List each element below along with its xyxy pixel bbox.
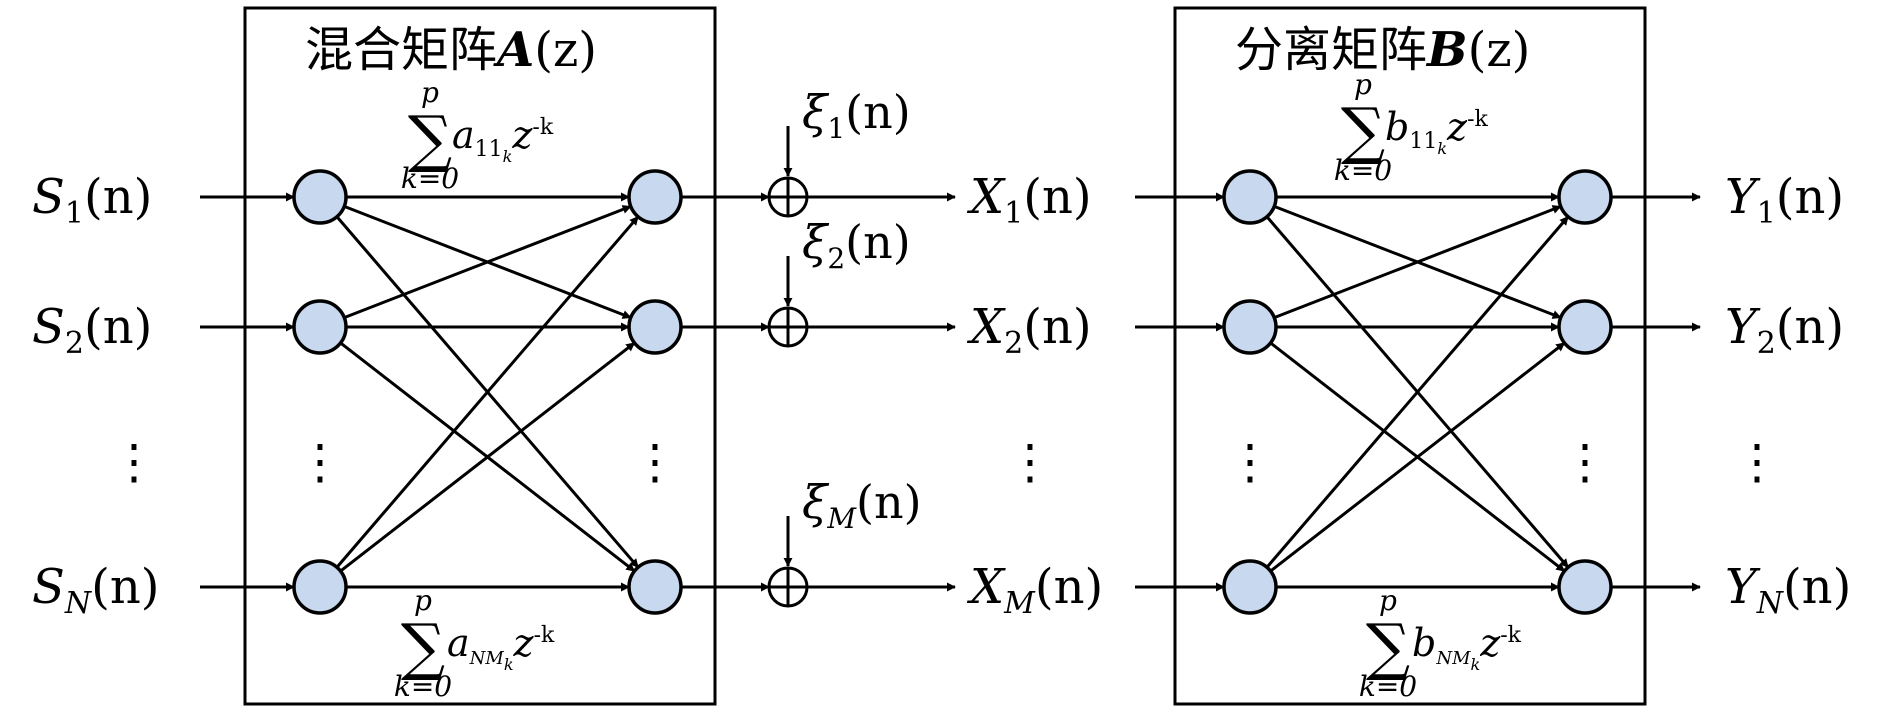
adder-1	[767, 176, 809, 218]
mix-output-node-1	[627, 169, 683, 225]
sep-output-node-3	[1557, 559, 1613, 615]
formula-sep-bottom: p ∑ k=0 bNMkz-k	[1359, 584, 1522, 703]
mix-edge-3-1	[335, 215, 640, 569]
adder-m	[767, 566, 809, 608]
ellipsis-mixtures: ⋮	[1006, 434, 1054, 490]
mixture-label-m: XM(n)	[966, 559, 1103, 621]
sep-input-node-3	[1222, 559, 1278, 615]
svg-text:p: p	[414, 584, 432, 617]
mixing-matrix-box	[243, 6, 717, 706]
separation-matrix-box	[1173, 6, 1647, 706]
svg-text:∑: ∑	[1341, 94, 1385, 167]
svg-text:∑: ∑	[1366, 610, 1410, 683]
noise-label-2: ξ2(n)	[802, 215, 911, 275]
sep-edge-3-1	[1265, 215, 1570, 569]
sep-edge-2-1	[1273, 205, 1562, 319]
svg-text:k=0: k=0	[1334, 154, 1392, 187]
noise-label-1: ξ1(n)	[802, 85, 911, 145]
svg-text:b11kz-k: b11kz-k	[1385, 105, 1488, 158]
svg-text:k=0: k=0	[394, 670, 452, 703]
source-label-2: S2(n)	[32, 299, 152, 361]
svg-text:∑: ∑	[408, 102, 452, 175]
svg-text:k=0: k=0	[1359, 670, 1417, 703]
mix-output-node-3	[627, 559, 683, 615]
svg-text:aNMkz-k: aNMkz-k	[447, 621, 555, 674]
mixture-label-2: X2(n)	[966, 299, 1092, 361]
source-label-n: SN(n)	[32, 559, 160, 621]
ellipsis-sources: ⋮	[110, 434, 158, 490]
mix-input-node-1	[292, 169, 348, 225]
svg-text:p: p	[1379, 584, 1397, 617]
svg-text:∑: ∑	[401, 610, 445, 683]
sep-output-node-2	[1557, 299, 1613, 355]
sep-edge-3-2	[1269, 341, 1566, 573]
ellipsis-sep-outputs: ⋮	[1561, 434, 1609, 490]
separation-matrix-title: 分离矩阵B(z)	[1235, 22, 1530, 78]
output-label-1: Y1(n)	[1725, 169, 1844, 231]
source-label-1: S1(n)	[32, 169, 152, 231]
svg-text:k=0: k=0	[401, 162, 459, 195]
sep-output-node-1	[1557, 169, 1613, 225]
mixture-label-1: X1(n)	[966, 169, 1092, 231]
svg-text:a11kz-k: a11kz-k	[452, 113, 554, 166]
sep-input-node-1	[1222, 169, 1278, 225]
mix-input-node-3	[292, 559, 348, 615]
svg-text:bNMkz-k: bNMkz-k	[1412, 621, 1522, 674]
sep-input-node-2	[1222, 299, 1278, 355]
formula-mix-bottom: p ∑ k=0 aNMkz-k	[394, 584, 555, 703]
formula-sep-top: p ∑ k=0 b11kz-k	[1334, 68, 1489, 187]
noise-label-m: ξM(n)	[802, 475, 922, 535]
ellipsis-mix-outputs: ⋮	[631, 434, 679, 490]
output-label-2: Y2(n)	[1725, 299, 1844, 361]
svg-text:p: p	[1354, 68, 1372, 101]
connection-lines	[200, 192, 1701, 592]
mix-edge-2-1	[343, 205, 632, 319]
nodes	[292, 169, 1613, 615]
noise-adders	[767, 176, 809, 608]
formula-mix-top: p ∑ k=0 a11kz-k	[401, 76, 554, 195]
ellipsis-outputs: ⋮	[1733, 434, 1781, 490]
ellipsis-sep-inputs: ⋮	[1226, 434, 1274, 490]
output-label-n: YN(n)	[1725, 559, 1851, 621]
mix-input-node-2	[292, 299, 348, 355]
ellipsis-mix-inputs: ⋮	[296, 434, 344, 490]
adder-2	[767, 306, 809, 348]
svg-text:p: p	[421, 76, 439, 109]
mix-output-node-2	[627, 299, 683, 355]
mix-edge-3-2	[339, 341, 636, 573]
mixing-matrix-title: 混合矩阵A(z)	[305, 22, 597, 78]
